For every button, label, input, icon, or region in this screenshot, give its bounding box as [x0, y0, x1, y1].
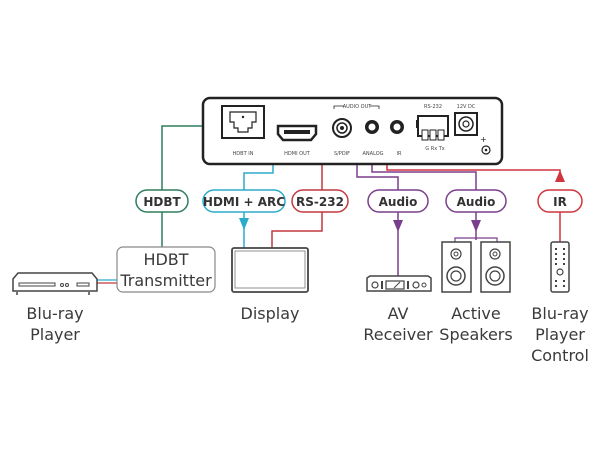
hdmi-arrow [239, 218, 249, 230]
hdmi-out-label: HDMI OUT [284, 151, 311, 157]
hdbt-cable [161, 125, 220, 190]
pill-ir: IR [537, 189, 583, 213]
display-label: Display [241, 304, 300, 323]
speaker-split [454, 237, 498, 242]
extender-device [201, 96, 504, 166]
spdif-label: S/PDIF [334, 151, 350, 157]
pill-hdmi-arc: HDMI + ARC [202, 189, 286, 213]
hdbt-transmitter-box [116, 246, 216, 293]
hdbt-in-port[interactable] [221, 105, 265, 139]
svg-text:Audio: Audio [379, 195, 418, 209]
svg-text:RS-232: RS-232 [296, 195, 344, 209]
rs232-port-label: RS-232 [424, 104, 442, 110]
spdif-port[interactable] [332, 118, 352, 138]
bluray-label-1: Blu-ray [26, 304, 83, 323]
av-receiver-icon [366, 275, 432, 292]
ground-icon: + [480, 135, 491, 155]
display-icon [231, 247, 309, 293]
receiver-label-1: AV [388, 304, 409, 323]
hdbt-in-label: HDBT IN [233, 151, 254, 157]
rs232-cable-lower [271, 212, 323, 248]
rs232-terminal[interactable] [416, 115, 449, 141]
power-label: 12V DC [457, 104, 476, 110]
remote-label-1: Blu-ray [531, 304, 588, 323]
svg-text:Audio: Audio [457, 195, 496, 209]
pill-audio-1: Audio [367, 189, 429, 213]
pill-audio-2: Audio [445, 189, 507, 213]
audio2-arrow [471, 220, 481, 232]
hdmi-out-port[interactable] [276, 124, 318, 142]
svg-text:HDMI + ARC: HDMI + ARC [203, 195, 285, 209]
svg-text:+: + [480, 135, 487, 144]
analog-label: ANALOG [363, 151, 384, 157]
power-port[interactable] [454, 112, 478, 136]
remote-label-2: Player [535, 325, 585, 344]
pill-hdbt: HDBT [135, 189, 189, 213]
audio-out-bracket [333, 105, 380, 109]
remote-label-3: Control [531, 346, 589, 365]
transmitter-label-2: Transmitter [119, 271, 212, 290]
remote-control-icon [550, 241, 570, 293]
rs232-pins-label: G Rx Tx [425, 146, 445, 152]
bluray-player-icon [12, 272, 98, 295]
speakers-label-2: Speakers [439, 325, 512, 344]
speakers-label-1: Active [451, 304, 501, 323]
svg-text:HDBT: HDBT [143, 195, 181, 209]
ir-label: IR [397, 151, 402, 157]
audio1-arrow [393, 220, 403, 232]
svg-text:IR: IR [553, 195, 567, 209]
analog-port[interactable] [365, 120, 379, 134]
audio-out-label: AUDIO OUT [343, 104, 373, 110]
speaker-right-icon [480, 241, 511, 293]
speaker-left-icon [441, 241, 472, 293]
ir-port[interactable] [390, 120, 404, 134]
transmitter-label-1: HDBT [143, 250, 188, 269]
ir-arrow [555, 170, 565, 182]
bluray-label-2: Player [30, 325, 80, 344]
pill-rs232: RS-232 [291, 189, 349, 213]
receiver-label-2: Receiver [363, 325, 433, 344]
